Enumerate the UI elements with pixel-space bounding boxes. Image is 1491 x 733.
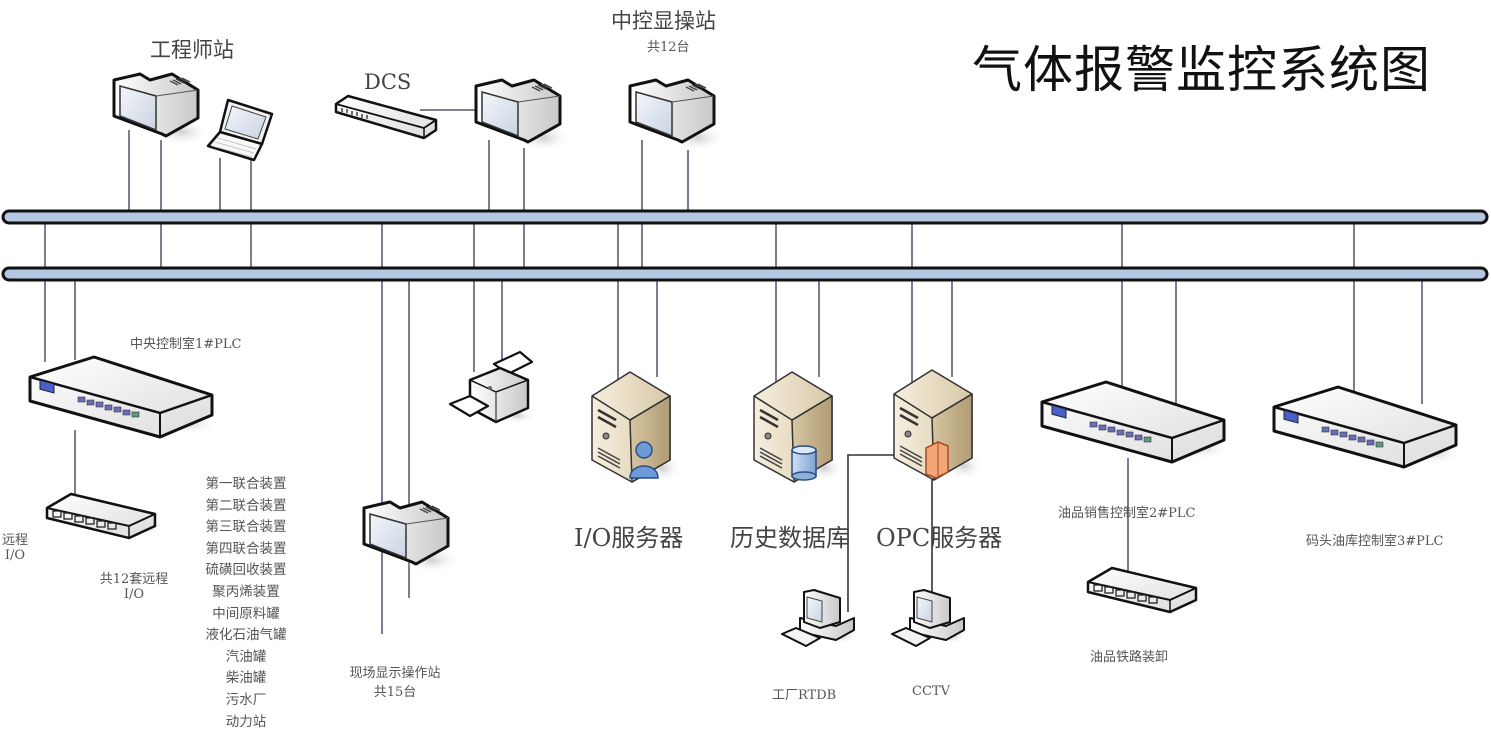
unit-item: 聚丙烯装置 bbox=[212, 583, 280, 600]
field-station-name: 现场显示操作站 bbox=[349, 666, 441, 681]
unit-list: 第一联合装置 第二联合装置 第三联合装置 第四联合装置 硫磺回收装置 聚丙烯装置… bbox=[196, 474, 296, 733]
unit-item: 柴油罐 bbox=[225, 670, 267, 687]
dcs-monitor-icon[interactable] bbox=[474, 78, 574, 154]
network-bus-a bbox=[1, 209, 1489, 225]
remote-io-label-line1: 远程 bbox=[1, 533, 28, 548]
unit-item: 第三联合装置 bbox=[205, 519, 287, 536]
unit-item: 硫磺回收装置 bbox=[205, 562, 287, 579]
cctv-label: CCTV bbox=[912, 684, 950, 699]
remote-io-count: 共12套远程 I/O bbox=[92, 568, 176, 602]
history-db-label: 历史数据库 bbox=[730, 524, 850, 552]
network-bus-b bbox=[1, 266, 1489, 282]
unit-item: 动力站 bbox=[225, 713, 267, 730]
plc2-icon[interactable] bbox=[1040, 380, 1232, 464]
unit-item: 污水厂 bbox=[225, 691, 267, 708]
unit-item: 液化石油气罐 bbox=[205, 627, 287, 644]
opc-server-icon[interactable] bbox=[892, 368, 986, 482]
remote-io-label-line2: I/O bbox=[4, 548, 26, 563]
field-station-count: 共15台 bbox=[373, 685, 417, 700]
dcs-switch-icon[interactable] bbox=[334, 94, 440, 140]
remote-io-hub-icon[interactable] bbox=[45, 492, 163, 540]
engineer-laptop-icon[interactable] bbox=[206, 98, 274, 162]
engineer-station-label: 工程师站 bbox=[150, 38, 234, 62]
plant-rtdb-label: 工厂RTDB bbox=[772, 688, 837, 703]
remote-io-count-line2: I/O bbox=[123, 587, 145, 602]
diagram-title: 气体报警监控系统图 bbox=[972, 41, 1431, 99]
unit-item: 汽油罐 bbox=[225, 648, 267, 665]
plc2-label: 油品销售控制室2#PLC bbox=[1058, 506, 1196, 521]
opc-server-label: OPC服务器 bbox=[876, 524, 1003, 552]
unit-item: 第二联合装置 bbox=[205, 497, 287, 514]
database-icon bbox=[791, 445, 817, 481]
firewall-icon bbox=[925, 441, 949, 479]
remote-io-label: 远程 I/O bbox=[0, 529, 30, 563]
user-icon bbox=[629, 441, 659, 479]
plc1-icon[interactable] bbox=[28, 355, 220, 439]
remote-io-count-line1: 共12套远程 bbox=[99, 572, 169, 587]
field-station-label: 现场显示操作站 共15台 bbox=[330, 662, 460, 700]
unit-item: 第一联合装置 bbox=[205, 476, 287, 492]
unit-item: 中间原料罐 bbox=[212, 605, 280, 622]
printer-icon[interactable] bbox=[448, 350, 538, 426]
plc3-icon[interactable] bbox=[1272, 385, 1464, 469]
link-opc-to-rtdb bbox=[847, 454, 896, 612]
connection-lines bbox=[44, 109, 1423, 634]
plc1-label: 中央控制室1#PLC bbox=[130, 337, 242, 352]
cctv-pc-icon[interactable] bbox=[891, 589, 969, 647]
dcs-label: DCS bbox=[364, 70, 412, 94]
history-db-server-icon[interactable] bbox=[752, 370, 846, 484]
io-server-icon[interactable] bbox=[590, 370, 684, 484]
field-station-monitor-icon[interactable] bbox=[362, 500, 462, 576]
central-operator-monitor-icon[interactable] bbox=[628, 78, 728, 154]
central-operator-station-label: 中控显操站 bbox=[611, 9, 716, 33]
plc3-label: 码头油库控制室3#PLC bbox=[1306, 534, 1444, 549]
rail-loading-label: 油品铁路装卸 bbox=[1090, 650, 1169, 665]
unit-item: 第四联合装置 bbox=[205, 540, 287, 557]
central-operator-station-count: 共12台 bbox=[647, 40, 690, 55]
io-server-label: I/O服务器 bbox=[574, 524, 684, 552]
rail-loading-hub-icon[interactable] bbox=[1086, 566, 1204, 614]
plant-rtdb-pc-icon[interactable] bbox=[781, 589, 859, 647]
